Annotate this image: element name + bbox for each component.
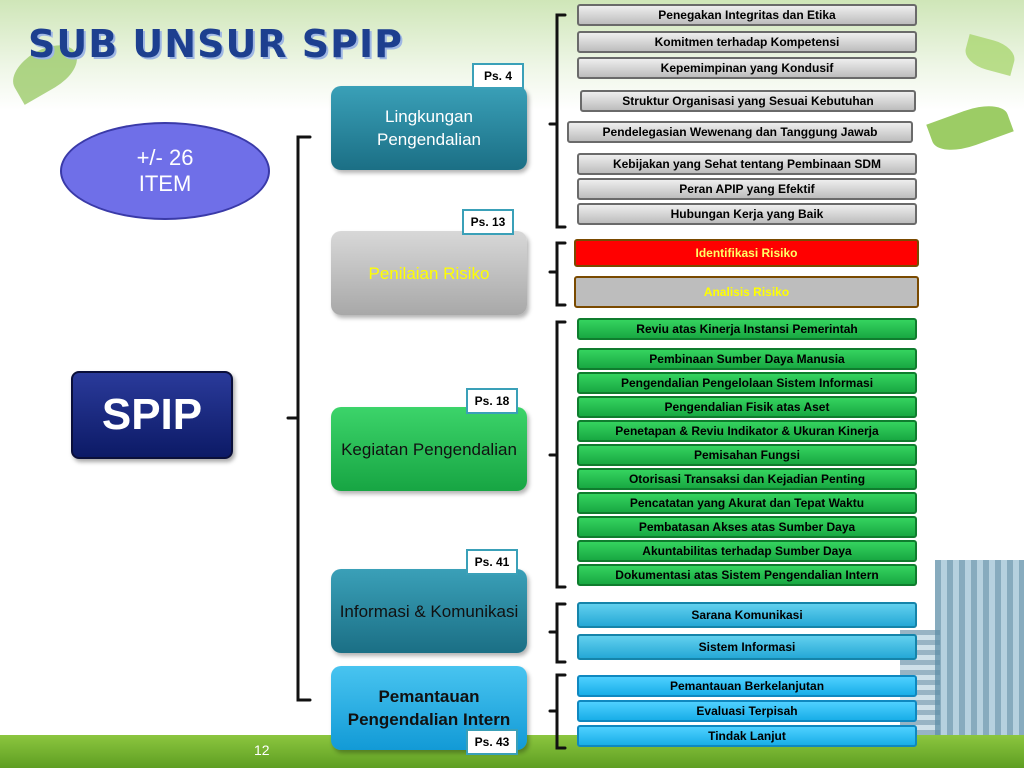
sub-item: Pengendalian Fisik atas Aset	[577, 396, 917, 418]
slide-title: SUB UNSUR SPIP	[28, 22, 403, 66]
sub-item: Pengendalian Pengelolaan Sistem Informas…	[577, 372, 917, 394]
sub-item: Evaluasi Terpisah	[577, 700, 917, 722]
sub-item: Sarana Komunikasi	[577, 602, 917, 628]
sub-item: Struktur Organisasi yang Sesuai Kebutuha…	[580, 90, 916, 112]
pasal-label: Ps. 43	[466, 729, 518, 755]
component-kegiatan-pengendalian: Kegiatan Pengendalian	[331, 407, 527, 491]
sub-item: Pemantauan Berkelanjutan	[577, 675, 917, 697]
sub-item: Kebijakan yang Sehat tentang Pembinaan S…	[577, 153, 917, 175]
sub-item: Sistem Informasi	[577, 634, 917, 660]
item-count-label: ITEM	[138, 171, 192, 196]
pasal-label: Ps. 18	[466, 388, 518, 414]
sub-item: Pembatasan Akses atas Sumber Daya	[577, 516, 917, 538]
sub-item: Analisis Risiko	[574, 276, 919, 308]
page-number: 12	[254, 742, 270, 758]
item-count-bubble: +/- 26 ITEM	[60, 122, 270, 220]
sub-item: Penetapan & Reviu Indikator & Ukuran Kin…	[577, 420, 917, 442]
sub-item: Identifikasi Risiko	[574, 239, 919, 267]
component-informasi-komunikasi: Informasi & Komunikasi	[331, 569, 527, 653]
sub-item: Penegakan Integritas dan Etika	[577, 4, 917, 26]
bracket-kegiatan	[548, 320, 567, 589]
sub-item: Otorisasi Transaksi dan Kejadian Penting	[577, 468, 917, 490]
item-count-value: +/- 26	[136, 145, 194, 170]
component-penilaian-risiko: Penilaian Risiko	[331, 231, 527, 315]
building-decoration-icon	[935, 560, 1024, 735]
sub-item: Dokumentasi atas Sistem Pengendalian Int…	[577, 564, 917, 586]
sub-item: Pemisahan Fungsi	[577, 444, 917, 466]
sub-item: Tindak Lanjut	[577, 725, 917, 747]
sub-item: Pembinaan Sumber Daya Manusia	[577, 348, 917, 370]
sub-item: Pencatatan yang Akurat dan Tepat Waktu	[577, 492, 917, 514]
sub-item: Kepemimpinan yang Kondusif	[577, 57, 917, 79]
bracket-lingkungan	[548, 13, 567, 229]
sub-item: Peran APIP yang Efektif	[577, 178, 917, 200]
sub-item: Komitmen terhadap Kompetensi	[577, 31, 917, 53]
bracket-risiko	[548, 241, 567, 307]
sub-item: Hubungan Kerja yang Baik	[577, 203, 917, 225]
bracket-informasi	[548, 602, 567, 664]
sub-item: Reviu atas Kinerja Instansi Pemerintah	[577, 318, 917, 340]
pasal-label: Ps. 13	[462, 209, 514, 235]
root-node-spip: SPIP	[71, 371, 233, 459]
pasal-label: Ps. 41	[466, 549, 518, 575]
bracket-pemantauan	[548, 673, 567, 750]
component-lingkungan-pengendalian: Lingkungan Pengendalian	[331, 86, 527, 170]
pasal-label: Ps. 4	[472, 63, 524, 89]
sub-item: Pendelegasian Wewenang dan Tanggung Jawa…	[567, 121, 913, 143]
sub-item: Akuntabilitas terhadap Sumber Daya	[577, 540, 917, 562]
main-bracket	[286, 135, 312, 702]
